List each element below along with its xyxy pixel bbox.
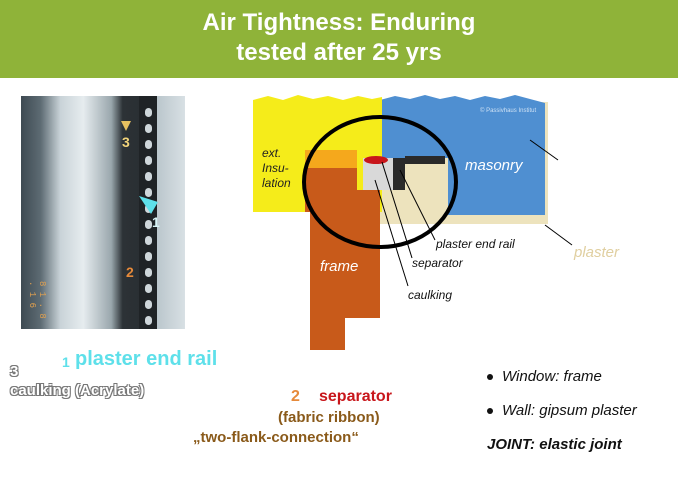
bullet-dot: [487, 408, 493, 415]
rail-hole: [145, 156, 152, 165]
bullet-item: Wall: gipsum plaster: [487, 402, 637, 419]
bullet-item: Window: frame: [487, 368, 602, 385]
leader-separator: [381, 161, 413, 259]
marker-arrow-3: [121, 121, 131, 131]
legend-caulking: caulking (Acrylate): [10, 382, 145, 399]
joint-statement: JOINT: elastic joint: [487, 436, 622, 453]
window-frame: [305, 168, 380, 350]
joint-photo: 3 1 2 8 1 . 8 . 1 6: [21, 96, 185, 329]
rail-hole: [145, 268, 152, 277]
leader-masonry: [529, 139, 559, 161]
label-frame: frame: [320, 258, 359, 275]
bullet-dot: [487, 374, 493, 381]
leader-plaster: [544, 224, 573, 246]
legend-num-2: 2: [291, 388, 300, 405]
label-insu: Insu-: [262, 161, 289, 175]
label-ext: ext.: [262, 146, 282, 160]
plaster-end-rail: [393, 158, 405, 190]
callout-plaster-end-rail: plaster end rail: [436, 237, 515, 251]
rail-hole: [145, 172, 152, 181]
legend-two-flank-connection: „two-flank-connection“: [193, 429, 359, 446]
photo-tag-3: 3: [122, 134, 130, 150]
label-plaster: plaster: [574, 244, 620, 261]
rail-hole: [145, 140, 152, 149]
label-lation: lation: [262, 176, 291, 190]
legend-separator: separator: [319, 388, 392, 405]
bullet-text-wall: Wall: gipsum plaster: [502, 402, 637, 419]
callout-separator: separator: [412, 256, 463, 270]
rail-hole: [145, 300, 152, 309]
rail-hole: [145, 220, 152, 229]
slide-header: Air Tightness: Enduring tested after 25 …: [0, 0, 678, 78]
marker-arrow-1: [139, 196, 158, 214]
label-ext-insulation: ext. Insu- lation: [262, 146, 291, 191]
bullet-text-window: Window: frame: [502, 368, 602, 385]
rail-hole: [145, 284, 152, 293]
rail-hole: [145, 188, 152, 197]
photo-markers: [121, 121, 158, 214]
callout-caulking: caulking: [408, 288, 453, 302]
separator-ribbon: [364, 156, 388, 164]
diagram-watermark: © Passivhaus Institut: [480, 108, 537, 114]
photo-tag-1: 1: [152, 214, 160, 230]
rail-hole: [145, 108, 152, 117]
rail-hole: [145, 236, 152, 245]
leader-caulking: [374, 179, 409, 287]
rail-hole: [145, 252, 152, 261]
leader-plaster-end-rail: [399, 169, 436, 241]
slide-title-line1: Air Tightness: Enduring: [202, 9, 476, 36]
rail-hole: [145, 316, 152, 325]
insulation-strip: [305, 150, 357, 168]
legend-plaster-end-rail: plaster end rail: [75, 348, 218, 370]
slide-title-line2: tested after 25 yrs: [236, 39, 442, 66]
rail-hole: [145, 124, 152, 133]
legend-num-3: 3: [10, 363, 19, 380]
photo-tag-2: 2: [126, 264, 134, 280]
plaster-end-rail-top: [405, 156, 445, 164]
legend-num-1: 1: [62, 354, 70, 370]
legend-fabric-ribbon: (fabric ribbon): [278, 409, 380, 426]
photo-date-stamp: 8 1 . 8 . 1 6: [27, 281, 47, 319]
detail-ellipse: [302, 115, 458, 249]
label-masonry: masonry: [465, 157, 523, 174]
